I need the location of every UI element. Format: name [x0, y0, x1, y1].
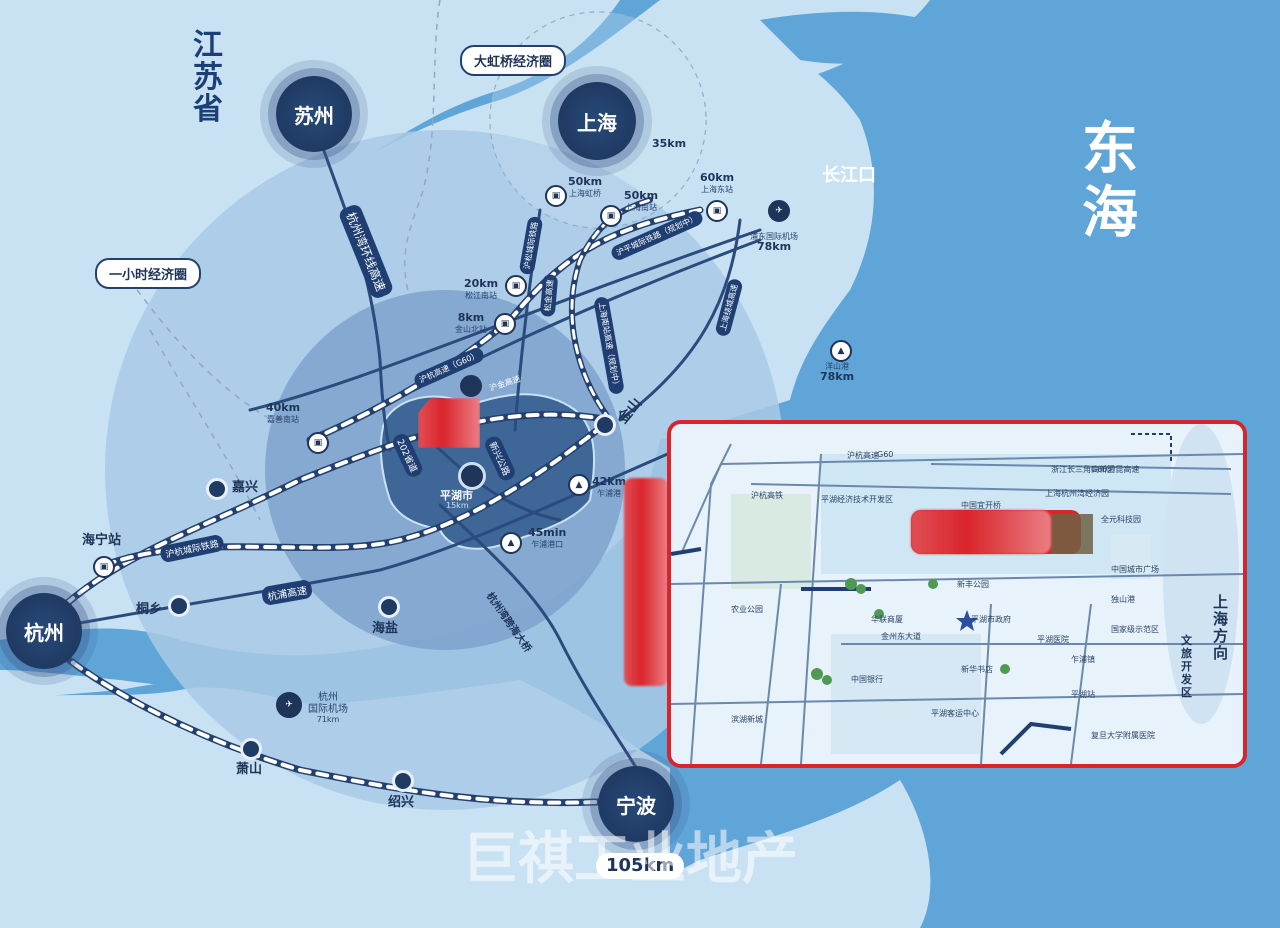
inset-label-21: 平湖站 [1071, 690, 1095, 699]
inset-label-3: 平湖经济技术开发区 [821, 495, 893, 504]
inset-label-8: 全元科技园 [1101, 515, 1141, 524]
label-pinghu-time: 15km [446, 501, 469, 510]
inset-label-17: 乍浦镇 [1071, 655, 1095, 664]
inset-detail-map: 沪杭高速 G60 沪杭高铁 平湖经济技术开发区 中国宜开桥 上海杭州湾经济园 浙… [667, 420, 1247, 768]
jinshan-junction-icon [460, 375, 482, 397]
inset-direction: 上海方向 [1213, 593, 1229, 662]
inset-label-18: 农业公园 [731, 605, 763, 614]
hangzhou-airport-icon: ✈ [276, 692, 302, 718]
province-label: 江苏省 [193, 28, 223, 127]
city-ningbo: 宁波 [598, 766, 674, 842]
project-blur-core [418, 398, 480, 448]
inset-label-19: 中国银行 [851, 675, 883, 684]
dot-shaoxing [392, 770, 414, 792]
jinshan-north-station-icon: ▣ [494, 313, 516, 335]
city-shanghai: 上海 [558, 82, 636, 160]
city-suzhou-label: 苏州 [294, 103, 334, 128]
one-hour-circle-tag: 一小时经济圈 [95, 258, 202, 289]
city-hangzhou: 杭州 [6, 593, 82, 669]
zhapu-port-icon: ▲ [568, 474, 590, 496]
east-station-icon: ▣ [706, 200, 728, 222]
city-ningbo-label: 宁波 [616, 793, 656, 818]
label-tongxiang: 桐乡 [136, 602, 163, 617]
jiashan-station-icon: ▣ [307, 432, 329, 454]
hongqiao-station-icon: ▣ [545, 185, 567, 207]
inset-label-7: G60沪昆高速 [1091, 465, 1140, 474]
inset-label-1: G60 [877, 450, 894, 459]
dist-shanghai: 35km [652, 137, 687, 150]
inset-label-20: 平湖客运中心 [931, 709, 979, 718]
sea-label: 东海 [1082, 117, 1138, 246]
label-pinghu: 平湖市 [440, 489, 473, 502]
dot-jinshan [594, 414, 616, 436]
label-jiaxing: 嘉兴 [232, 480, 259, 495]
inset-label-12: 新丰公园 [957, 580, 989, 589]
airport-plane-icon: ✈ [768, 200, 790, 222]
inset-label-0: 沪杭高速 [847, 451, 879, 460]
inset-label-10: 平湖市政府 [971, 615, 1011, 624]
hongqiao-circle-tag: 大虹桥经济圈 [460, 45, 567, 76]
inset-culture-zone: 文旅开发区 [1181, 634, 1192, 699]
inset-label-23: 国家级示范区 [1111, 625, 1159, 634]
label-haining-station: 海宁站 [82, 533, 122, 548]
dushan-icon: ▲ [500, 532, 522, 554]
songjiang-station-icon: ▣ [505, 275, 527, 297]
inset-label-24: 滨湖新城 [731, 715, 763, 724]
inset-label-9: 中国城市广场 [1111, 565, 1159, 574]
project-blur-side [624, 478, 668, 686]
dot-xiaoshan [240, 738, 262, 760]
inset-label-5: 上海杭州湾经济园 [1045, 489, 1109, 498]
yangshan-port-icon: ▲ [830, 340, 852, 362]
label-haiyan: 海盐 [372, 621, 399, 636]
ningbo-distance: 105km [596, 853, 685, 879]
inset-label-11: 华联商厦 [871, 615, 903, 624]
haining-station-icon: ▣ [93, 556, 115, 578]
inset-label-15: 新华书店 [961, 665, 993, 674]
inset-project-blur [911, 510, 1051, 554]
inset-label-13: 金州东大道 [881, 632, 921, 641]
city-shanghai-label: 上海 [577, 110, 617, 135]
inset-label-6: 浙江长三角高新园 [1051, 465, 1115, 474]
inset-label-22: 复旦大学附属医院 [1091, 731, 1155, 740]
south-station-icon: ▣ [600, 205, 622, 227]
inset-label-4: 中国宜开桥 [961, 501, 1001, 510]
estuary-label: 长江口 [822, 165, 876, 186]
inset-label-16: 独山港 [1111, 595, 1135, 604]
watermark: 巨祺工业地产 [462, 827, 798, 892]
inset-label-14: 平湖医院 [1037, 635, 1069, 644]
city-hangzhou-label: 杭州 [24, 620, 64, 645]
label-shaoxing: 绍兴 [388, 795, 415, 810]
dot-haiyan [378, 596, 400, 618]
label-xiaoshan: 萧山 [236, 762, 263, 777]
dot-pinghu [458, 462, 486, 490]
dot-jiaxing [206, 478, 228, 500]
dot-tongxiang [168, 595, 190, 617]
inset-label-2: 沪杭高铁 [751, 491, 783, 500]
city-suzhou: 苏州 [276, 76, 352, 152]
